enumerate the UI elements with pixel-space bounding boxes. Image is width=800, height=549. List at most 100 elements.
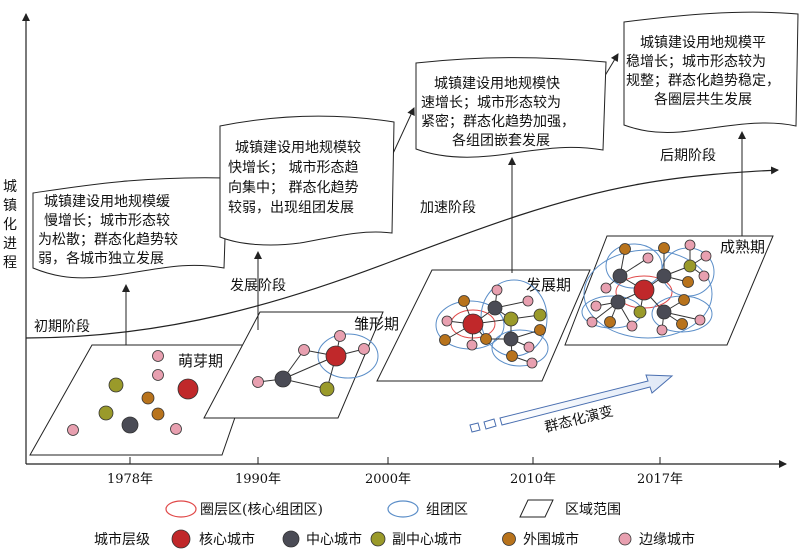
- y-axis-label: 城镇化进程: [3, 179, 17, 271]
- edge-city-node: [700, 250, 712, 262]
- edge-city-node: [298, 344, 310, 356]
- edge-city-node: [67, 424, 79, 436]
- core-city-node: [462, 313, 484, 335]
- edge-city-node: [152, 350, 164, 362]
- edge-city-node: [642, 252, 654, 264]
- legend-label-outer-city: 外围城市: [523, 531, 579, 548]
- center-city-swatch: [282, 530, 300, 548]
- center-city-node: [121, 416, 139, 434]
- legend-label-core-city: 核心城市: [199, 531, 255, 548]
- center-city-node: [503, 331, 519, 347]
- edge-city-node: [698, 270, 710, 282]
- legend-label-ring-zone: 圈层区(核心组团区): [200, 502, 323, 518]
- edge-city-node: [526, 357, 538, 369]
- outer-city-node: [439, 334, 451, 346]
- timeline-label: 2000年: [365, 472, 411, 487]
- outer-city-node: [506, 350, 518, 362]
- legend-label-center-city: 中心城市: [306, 531, 362, 548]
- center-city-node: [656, 268, 672, 284]
- edge-city-node: [252, 376, 264, 388]
- center-city-node: [612, 268, 628, 284]
- sub-center-city-swatch: [370, 531, 386, 547]
- city-network-2017: [581, 239, 715, 339]
- outer-city-node: [534, 324, 546, 336]
- edge-city-node: [590, 300, 602, 312]
- edge-city-node: [684, 239, 696, 251]
- outer-city-node: [658, 242, 670, 254]
- center-city-node: [487, 300, 503, 316]
- region-swatch: [519, 499, 554, 518]
- legend-title-hierarchy: 城市层级: [94, 531, 150, 548]
- outer-city-node: [682, 276, 694, 288]
- center-city-node: [656, 304, 672, 320]
- city-network-1990: [252, 330, 379, 397]
- callout-line: 弱，各城市独立发展: [38, 250, 164, 267]
- legend-label-edge-city: 边缘城市: [639, 531, 695, 548]
- edge-city-node: [694, 314, 706, 326]
- edge-city-node: [522, 295, 534, 307]
- sub-center-city-node: [533, 308, 547, 322]
- callout-text-2000: 城镇建设用地规模快 速增长；城市形态较为 紧密；群态化趋势加强， 各组团嵌套发展: [421, 76, 575, 149]
- callout-text-2017: 城镇建设用地规模平 稳增长；城市形态较为 规整；群态化趋势稳定， 各圈层共生发展: [626, 35, 780, 108]
- core-city-node: [325, 345, 347, 367]
- phase-label-acceleration: 加速阶段: [420, 200, 476, 216]
- urbanization-curve: [25, 166, 779, 339]
- outer-city-node: [619, 243, 631, 255]
- callout-line: 紧密；群态化趋势加强，: [421, 113, 575, 130]
- core-city-node: [177, 378, 199, 400]
- callout-line: 各圈层共生发展: [654, 92, 752, 108]
- sub-center-city-node: [503, 311, 519, 327]
- phase-label-late: 后期阶段: [660, 148, 716, 164]
- edge-city-node: [491, 284, 503, 296]
- callout-line: 城镇建设用地规模平: [640, 35, 766, 51]
- legend-label-cluster-zone: 组团区: [426, 502, 468, 518]
- edge-city-node: [600, 282, 612, 294]
- timeline-label: 2010年: [510, 472, 556, 487]
- outer-city-node: [678, 294, 690, 306]
- edge-city-swatch: [618, 532, 632, 546]
- stage-label-developing: 发展期: [526, 276, 571, 294]
- stage-label-embryonic: 雏形期: [354, 315, 399, 333]
- callout-line: 规整；群态化趋势稳定，: [626, 73, 780, 89]
- edge-city-node: [334, 330, 346, 342]
- core-city-node: [633, 279, 655, 301]
- callout-line: 稳增长；城市形态较为: [626, 53, 766, 70]
- sub-center-city-node: [683, 259, 697, 273]
- callout-line: 向集中； 群态化趋势: [228, 179, 358, 196]
- outer-city-node: [141, 391, 155, 405]
- ring-zone-swatch: [165, 500, 197, 518]
- edge-city-node: [656, 324, 668, 336]
- cluster-zone: [583, 249, 713, 339]
- core-city-swatch: [171, 529, 191, 549]
- phase-label-initial: 初期阶段: [34, 318, 90, 335]
- timeline-label: 1990年: [235, 472, 281, 487]
- outer-city-node: [151, 407, 165, 421]
- edge-city-node: [626, 320, 638, 332]
- outer-city-node: [676, 318, 688, 330]
- region-boundary-2017: [564, 235, 774, 346]
- callout-box-2017: [623, 11, 799, 133]
- city-network-2000: [435, 279, 549, 369]
- center-city-node: [610, 294, 626, 310]
- edge-city-node: [441, 315, 453, 327]
- outer-city-node: [458, 295, 470, 307]
- stage-label-budding: 萌芽期: [178, 352, 223, 370]
- legend-label-region: 区域范围: [565, 501, 621, 518]
- outer-city-node: [480, 333, 492, 345]
- timeline-label: 1978年: [107, 472, 153, 487]
- callout-text-1978: 城镇建设用地规模缓 慢增长；城市形态较 为松散；群态化趋势较 弱，各城市独立发展: [38, 194, 178, 267]
- cluster-zone-swatch: [387, 500, 419, 518]
- cluster-zone: [317, 333, 379, 379]
- callout-box-1990: [219, 115, 395, 246]
- sub-center-city-node: [98, 405, 114, 421]
- city-network-1978: [67, 350, 199, 436]
- sub-center-city-node: [319, 381, 335, 397]
- callout-line: 城镇建设用地规模缓: [44, 194, 170, 210]
- callout-line: 慢增长；城市形态较: [44, 212, 170, 229]
- evolution-arrow: [469, 374, 674, 433]
- callout-text-1990: 城镇建设用地规模较 快增长； 城市形态趋 向集中； 群态化趋势 较弱，出现组团发…: [228, 140, 361, 216]
- edge-city-node: [152, 369, 164, 381]
- edge-city-node: [170, 423, 182, 435]
- edge-city-node: [586, 316, 598, 328]
